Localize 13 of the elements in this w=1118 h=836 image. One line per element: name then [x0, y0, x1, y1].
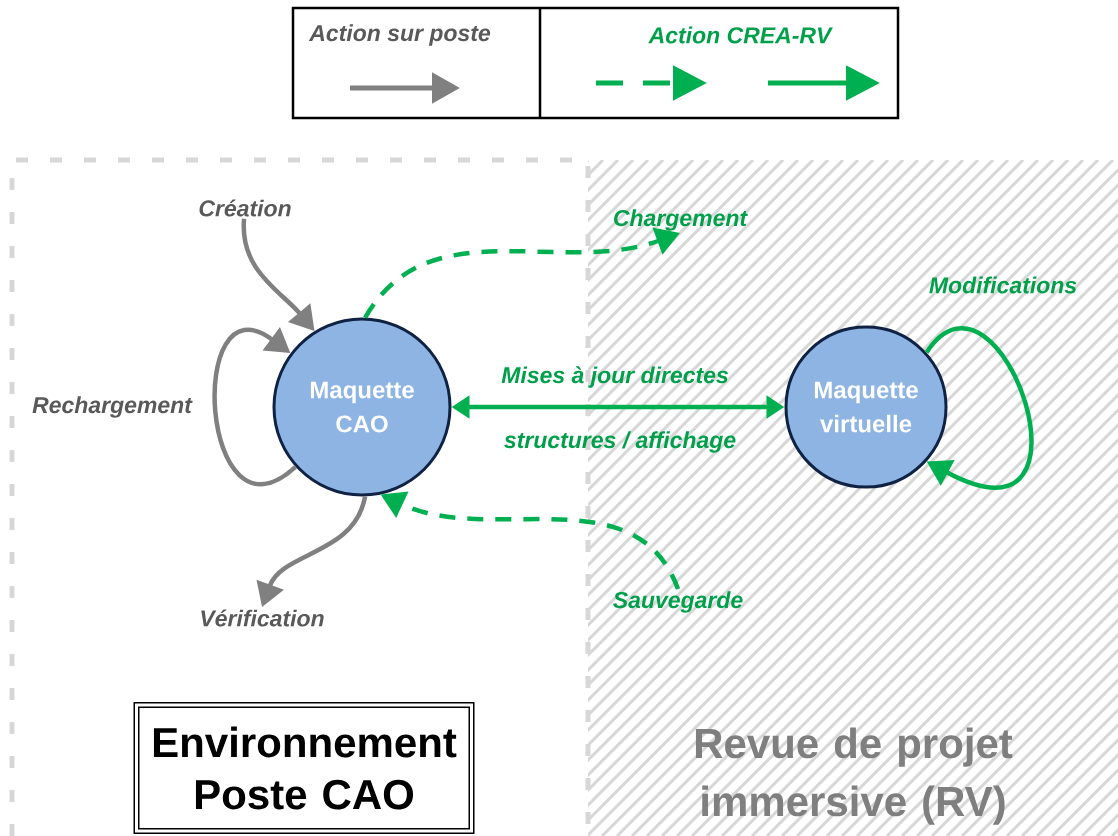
action-label: Chargement — [614, 209, 748, 231]
legend-label: Action sur poste — [308, 24, 491, 46]
title-box: Environnement Poste CAO — [133, 702, 475, 834]
edge-label: Mises à jour directes — [501, 366, 728, 388]
action-label: Création — [199, 199, 291, 217]
action-label: Sauvegarde — [613, 591, 743, 613]
arrow — [212, 327, 297, 486]
edge-label: Rechargement — [32, 396, 193, 418]
legend-label: Action CREA-RV — [648, 26, 833, 44]
edge-label: Modifications — [929, 276, 1077, 294]
action-label: Vérification — [201, 609, 324, 627]
arrow — [924, 326, 1034, 489]
text-label: structures / affichage — [504, 431, 736, 453]
